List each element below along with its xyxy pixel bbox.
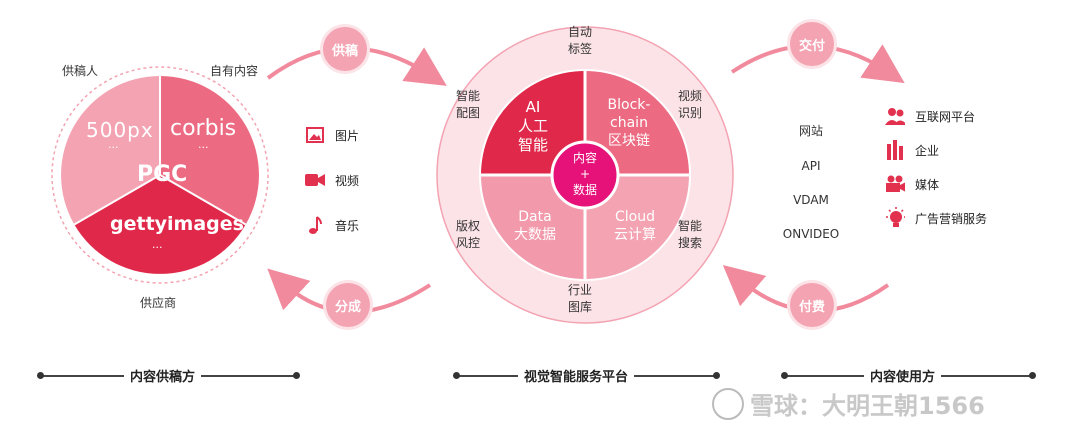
video-camera-icon <box>305 170 325 190</box>
footer-users: 内容使用方 <box>781 366 1036 386</box>
user-label: 广告营销服务 <box>915 211 988 226</box>
label-own-content: 自有内容 <box>210 64 259 78</box>
music-note-icon <box>305 215 325 235</box>
feature-smart-image: 智能 配图 <box>455 89 480 120</box>
dots-getty: ... <box>152 238 163 251</box>
badge-supply-label: 供稿 <box>331 43 358 59</box>
pie-slice-getty <box>74 175 246 274</box>
footer-platform-title: 视觉智能服务平台 <box>518 366 635 385</box>
footer-users-title: 内容使用方 <box>864 366 942 385</box>
camera-icon <box>885 174 905 194</box>
feature-smart-search: 智能 搜索 <box>677 219 702 250</box>
feature-copyright-risk: 版权 风控 <box>455 219 480 250</box>
footer-supplier-title: 内容供稿方 <box>124 366 202 385</box>
feature-industry-gallery: 行业 图库 <box>567 283 592 314</box>
badge-supply: 供稿 <box>323 27 367 71</box>
pgc-pie <box>51 66 269 284</box>
pie-slice-corbis <box>160 76 259 225</box>
channel-vdam: VDAM <box>793 193 829 207</box>
media-item-image: 图片 <box>305 125 359 145</box>
badge-revenue-share-label: 分成 <box>334 299 361 315</box>
platform-wheel <box>436 26 734 324</box>
quadrant-ai-label: AI 人工 智能 <box>517 98 548 154</box>
footer-platform: 视觉智能服务平台 <box>453 366 720 386</box>
media-item-music: 音乐 <box>305 215 359 235</box>
pie-slice-500px <box>61 76 161 225</box>
feature-auto-tag: 自动 标签 <box>567 25 592 56</box>
brand-500px: 500px <box>86 118 154 142</box>
quadrant-cloud-label: Cloud 云计算 <box>614 209 656 243</box>
user-item-enterprise: 企业 <box>885 140 987 160</box>
brand-corbis: corbis <box>170 116 237 141</box>
lightbulb-icon <box>885 207 905 228</box>
watermark: 雪球：大明王朝1566 <box>712 386 985 421</box>
media-item-video: 视频 <box>305 170 359 190</box>
user-label: 企业 <box>915 143 940 158</box>
media-label: 音乐 <box>335 218 360 233</box>
user-label: 互联网平台 <box>915 109 976 124</box>
badge-pay-label: 付费 <box>798 299 825 315</box>
badge-deliver: 交付 <box>790 22 834 66</box>
user-item-media: 媒体 <box>885 174 987 194</box>
quadrant-cloud <box>585 175 689 279</box>
user-label: 媒体 <box>915 177 940 192</box>
brand-gettyimages: gettyimages <box>110 213 244 235</box>
supplier-section: 500px ... corbis ... PGC gettyimages ...… <box>0 0 300 340</box>
quadrant-blockchain <box>585 71 689 175</box>
media-label: 视频 <box>335 173 360 188</box>
building-icon <box>885 140 905 160</box>
media-list: 图片 视频 音乐 <box>305 125 359 235</box>
feature-video-recognition: 视频 识别 <box>677 89 702 120</box>
badge-revenue-share: 分成 <box>326 283 370 327</box>
user-list: 互联网平台 企业 媒体 广告营销服务 <box>885 106 987 228</box>
label-supplier: 供应商 <box>140 296 177 310</box>
channel-api: API <box>801 159 821 173</box>
watermark-text: 雪球：大明王朝1566 <box>750 392 985 420</box>
channel-website: 网站 <box>798 124 823 138</box>
core-label: 内容 + 数据 <box>572 151 597 197</box>
quadrant-data <box>481 175 585 279</box>
label-contributor: 供稿人 <box>62 64 99 78</box>
quadrant-blockchain-label: Block- chain 区块链 <box>607 97 651 149</box>
dots-500px: ... <box>108 138 119 151</box>
quadrant-data-label: Data 大数据 <box>514 209 556 243</box>
footer-supplier: 内容供稿方 <box>37 366 300 386</box>
badge-pay: 付费 <box>790 283 834 327</box>
channel-onvideo: ONVIDEO <box>782 227 840 241</box>
channel-list: 网站 API VDAM ONVIDEO <box>776 122 846 241</box>
user-item-internet: 互联网平台 <box>885 106 987 126</box>
platform-core <box>550 140 620 210</box>
pgc-label: PGC <box>137 162 188 187</box>
user-item-advertising: 广告营销服务 <box>885 207 988 228</box>
quadrant-ai <box>481 71 585 175</box>
media-label: 图片 <box>335 128 360 143</box>
people-icon <box>885 106 905 126</box>
watermark-logo-icon <box>712 387 744 420</box>
image-icon <box>305 125 325 145</box>
badge-deliver-label: 交付 <box>798 38 825 54</box>
dots-corbis: ... <box>198 138 209 151</box>
